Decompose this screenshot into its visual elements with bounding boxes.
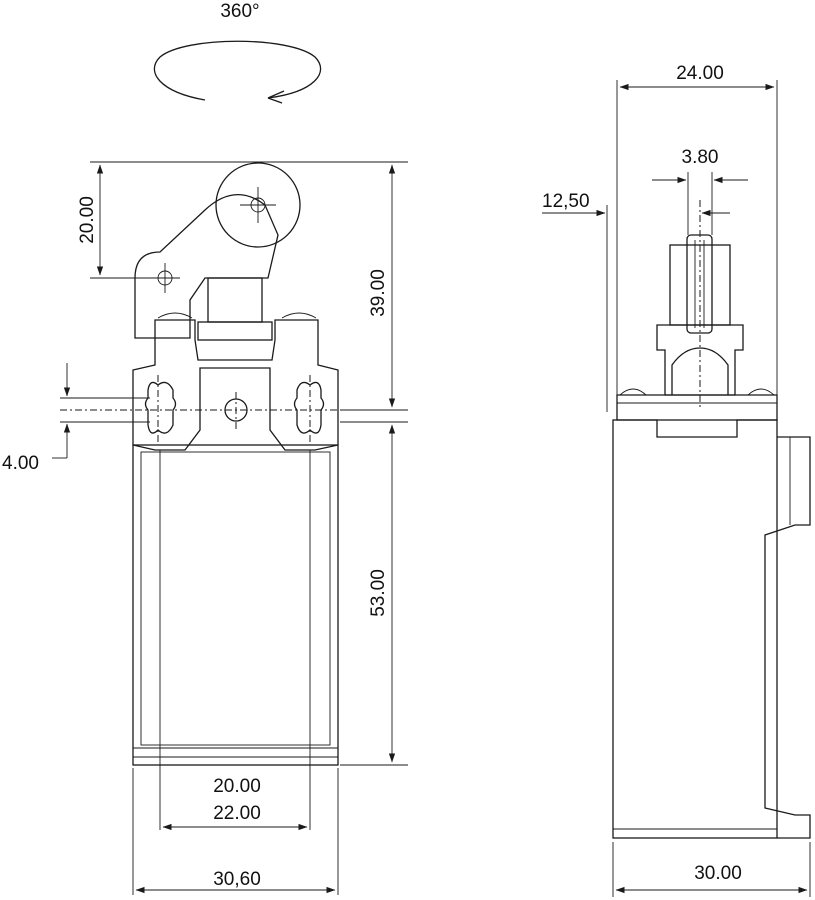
dim-inner-width-b: 22.00 [213, 803, 261, 824]
dim-side-depth-bottom: 30.00 [694, 863, 742, 884]
mounting-slot-right [293, 381, 325, 434]
dim-offset: 12,50 [542, 191, 590, 212]
switch-body [132, 444, 339, 830]
dim-body-height: 53.00 [368, 569, 389, 617]
dim-side-depth-top: 24.00 [676, 63, 724, 84]
side-body [612, 419, 811, 839]
dim-total-height: 39.00 [368, 269, 389, 317]
shaft [656, 200, 744, 410]
rotation-arrow-icon [153, 40, 322, 104]
dim-hole-pitch: 4.00 [2, 453, 39, 474]
dim-inner-width-a: 20.00 [213, 776, 261, 797]
dim-overall-width: 30,60 [213, 869, 261, 890]
dim-shaft-width: 3.80 [682, 147, 719, 168]
front-view: 20.00 39.00 53.00 4.00 20.00 22.00 30,60… [2, 1, 408, 895]
dim-lever-height: 20.00 [77, 196, 98, 244]
switch-head [132, 312, 339, 451]
roller-icon [215, 162, 301, 248]
side-head [616, 388, 778, 438]
side-view: 24.00 3.80 12,50 30.00 [542, 63, 811, 897]
lever-arm [134, 193, 279, 339]
dim-rotation: 360° [220, 1, 259, 22]
mounting-slot-left [144, 381, 177, 434]
